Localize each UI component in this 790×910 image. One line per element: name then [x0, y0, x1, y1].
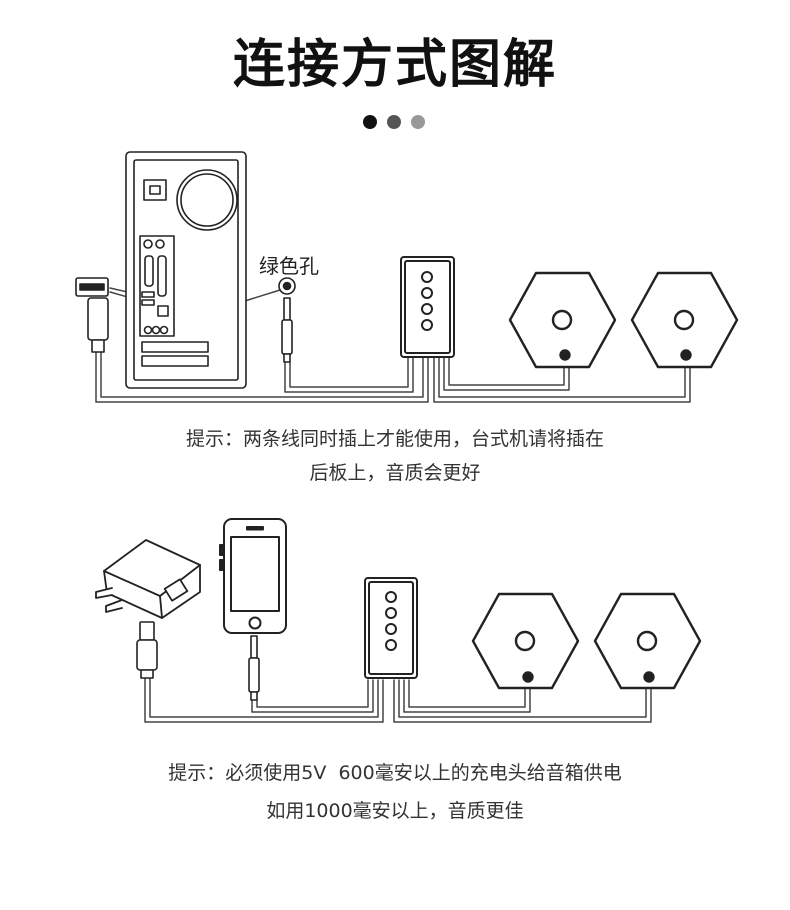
- indicator-dot-2: [387, 115, 401, 129]
- tip-1: 提示：两条线同时插上才能使用，台式机请将插在 后板上，音质会更好: [0, 422, 790, 490]
- control-box-1: [400, 256, 455, 358]
- indicator-dot-3: [411, 115, 425, 129]
- tip-2-line-1: 提示：必须使用5V 600毫安以上的充电头给音箱供电: [168, 762, 622, 784]
- audio-jack-plug-1: [281, 297, 293, 363]
- page-indicator: [363, 115, 425, 129]
- speaker-right-1: [630, 271, 739, 369]
- control-box-2: [364, 577, 418, 679]
- tip-2: 提示：必须使用5V 600毫安以上的充电头给音箱供电 如用1000毫安以上，音质…: [0, 754, 790, 830]
- usb-plug-2: [136, 621, 158, 679]
- desktop-pc-back: [125, 151, 247, 389]
- smartphone: [219, 518, 287, 634]
- speaker-left-2: [471, 592, 580, 690]
- tip-2-line-2: 如用1000毫安以上，音质更佳: [266, 800, 524, 822]
- usb-plug-1: [75, 277, 109, 353]
- tip-1-line-1: 提示：两条线同时插上才能使用，台式机请将插在: [185, 428, 604, 450]
- page-title: 连接方式图解: [232, 35, 557, 95]
- indicator-dot-1: [363, 115, 377, 129]
- speaker-left-1: [508, 271, 617, 369]
- wire-bundle-2: [144, 671, 652, 723]
- usb-charger-adapter: [95, 539, 201, 619]
- tip-1-line-2: 后板上，音质会更好: [309, 462, 481, 484]
- green-audio-port: [278, 277, 296, 295]
- speaker-right-2: [593, 592, 702, 690]
- green-port-label: 绿色孔: [259, 254, 319, 278]
- audio-jack-plug-2: [248, 635, 260, 701]
